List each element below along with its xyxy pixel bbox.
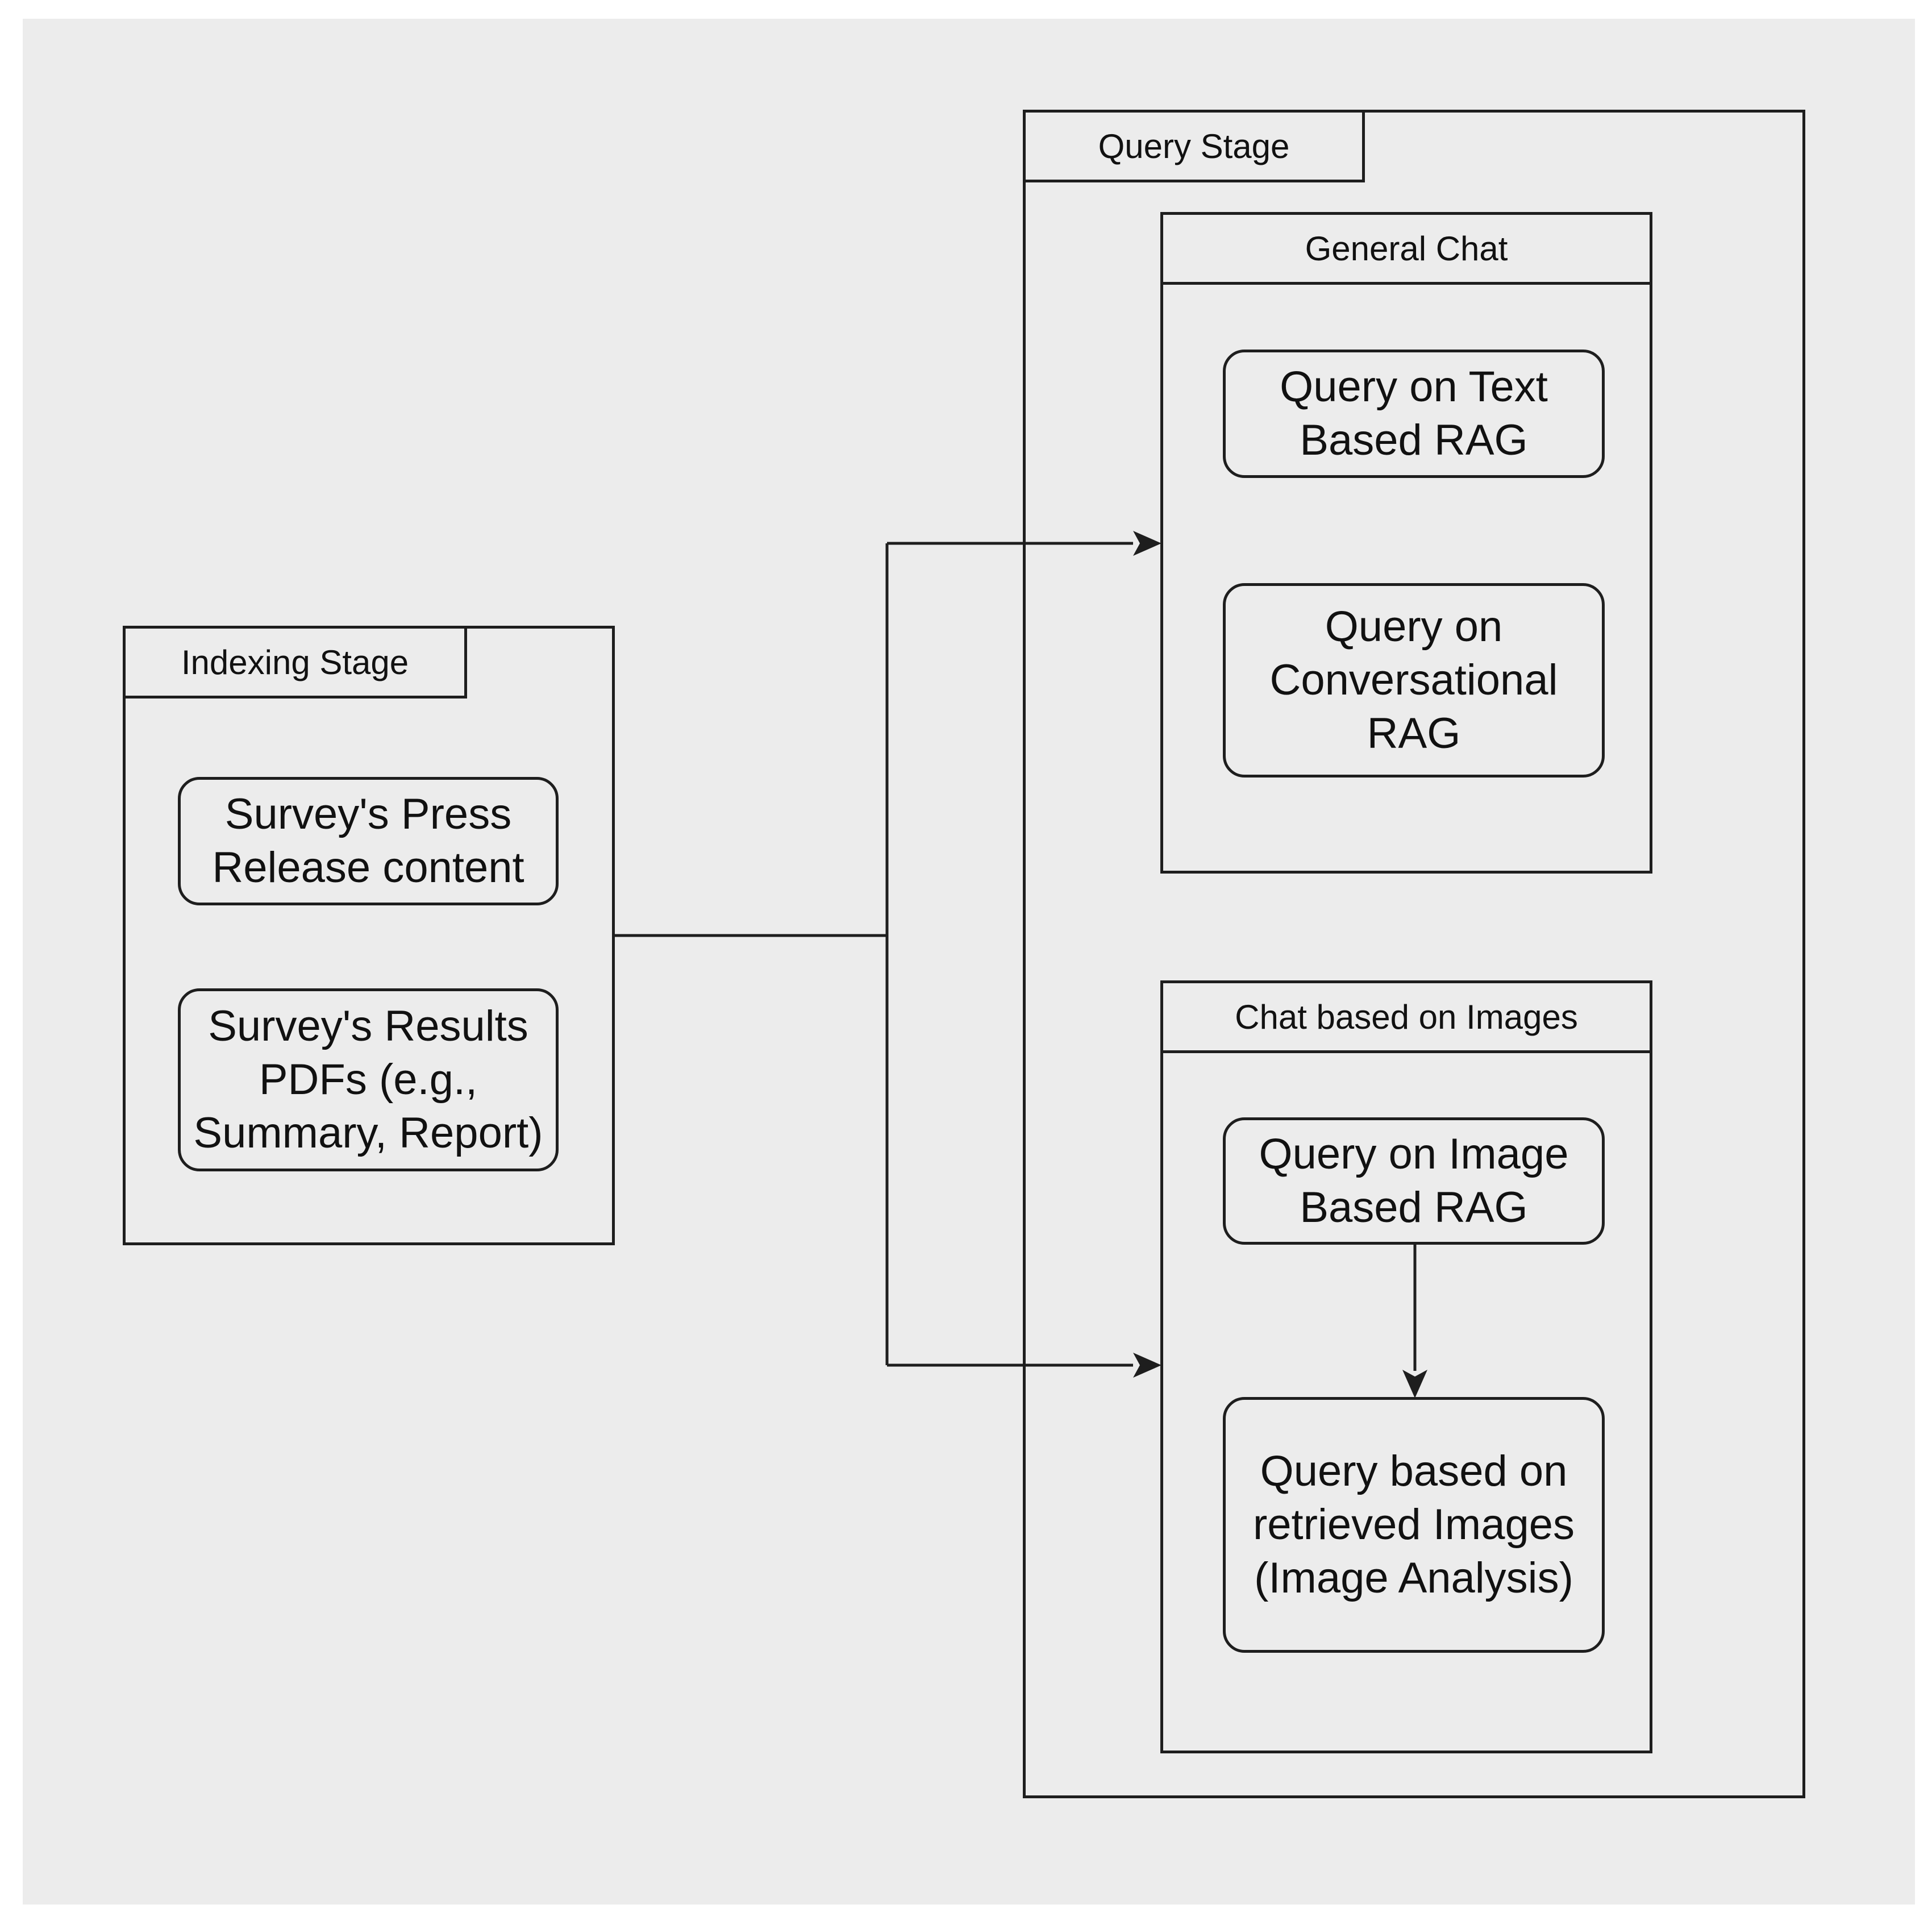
- press-release-node: Survey's Press Release content: [178, 777, 559, 905]
- arrow-to-image-chat: [887, 1353, 1161, 1378]
- text-rag-node: Query on Text Based RAG: [1223, 350, 1605, 478]
- query-stage-label: Query Stage: [1023, 110, 1365, 182]
- indexing-stage-label: Indexing Stage: [123, 626, 467, 699]
- results-pdfs-node: Survey's Results PDFs (e.g., Summary, Re…: [178, 988, 559, 1171]
- arrow-image-rag-to-image-analysis: [1402, 1245, 1427, 1398]
- indexing-stage-frame: Indexing Stage: [123, 626, 615, 1245]
- image-chat-label: Chat based on Images: [1160, 980, 1652, 1053]
- image-rag-node: Query on Image Based RAG: [1223, 1117, 1605, 1245]
- arrow-to-general-chat: [887, 531, 1161, 556]
- general-chat-label: General Chat: [1160, 212, 1652, 285]
- general-chat-frame: General Chat: [1160, 212, 1652, 874]
- image-analysis-node: Query based on retrieved Images (Image A…: [1223, 1397, 1605, 1653]
- image-chat-frame: Chat based on Images: [1160, 980, 1652, 1753]
- conversational-rag-node: Query on Conversational RAG: [1223, 583, 1605, 778]
- query-stage-frame: Query Stage: [1023, 110, 1805, 1798]
